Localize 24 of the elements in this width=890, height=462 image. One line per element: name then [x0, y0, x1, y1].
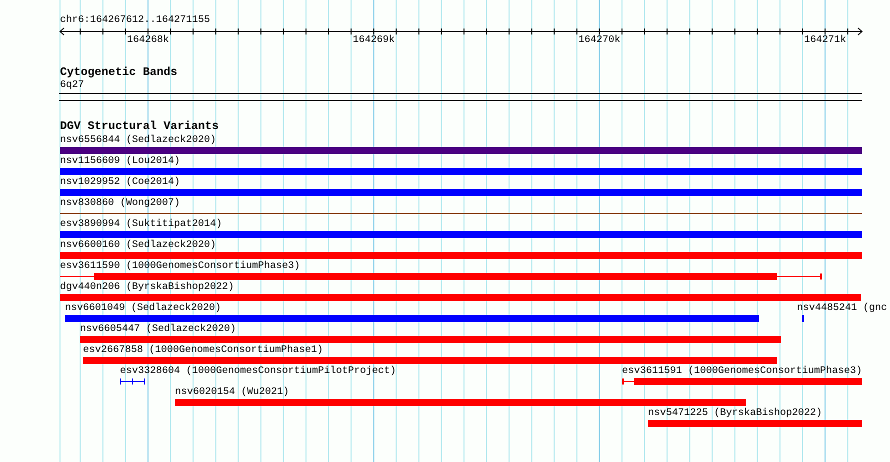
variant-label: nsv6601049 (Sedlazeck2020) [65, 303, 222, 315]
coordinate-range: chr6:164267612..164271155 [60, 15, 210, 27]
variant-label: nsv6605447 (Sedlazeck2020) [80, 324, 236, 336]
variant-label: nsv830860 (Wong2007) [60, 198, 180, 210]
track-title: Cytogenetic Bands [60, 67, 178, 79]
variant-label: nsv1029952 (Coe2014) [60, 177, 180, 189]
variant-label: dgv440n206 (ByrskaBishop2022) [60, 282, 234, 294]
tick-label: 164270k [578, 35, 620, 47]
tick-label: 164268k [127, 35, 170, 47]
variant-label: esv3328604 (1000GenomesConsortiumPilotProject) [120, 366, 396, 378]
variant-label: nsv1156609 (Lou2014) [60, 156, 180, 168]
variant-label: nsv6600160 (Sedlazeck2020) [60, 240, 216, 252]
variant-label: esv2667858 (1000GenomesConsortiumPhase1) [83, 345, 324, 357]
track-title: DGV Structural Variants [60, 121, 219, 133]
tick-label: 164271k [804, 35, 846, 47]
variant-label: esv3611590 (1000GenomesConsortiumPhase3) [60, 261, 300, 273]
variant-label: esv3611591 (1000GenomesConsortiumPhase3) [622, 366, 862, 378]
tick-label: 164269k [352, 35, 395, 47]
variant-label: esv3890994 (Suktitipat2014) [60, 219, 222, 231]
variant-label: nsv6020154 (Wu2021) [175, 387, 290, 399]
variant-label: nsv5471225 (ByrskaBishop2022) [648, 408, 822, 420]
band-label: 6q27 [60, 80, 84, 92]
variant-label: nsv4485241 (gnc [797, 303, 888, 315]
variant-label: nsv6556844 (Sedlazeck2020) [60, 135, 216, 147]
